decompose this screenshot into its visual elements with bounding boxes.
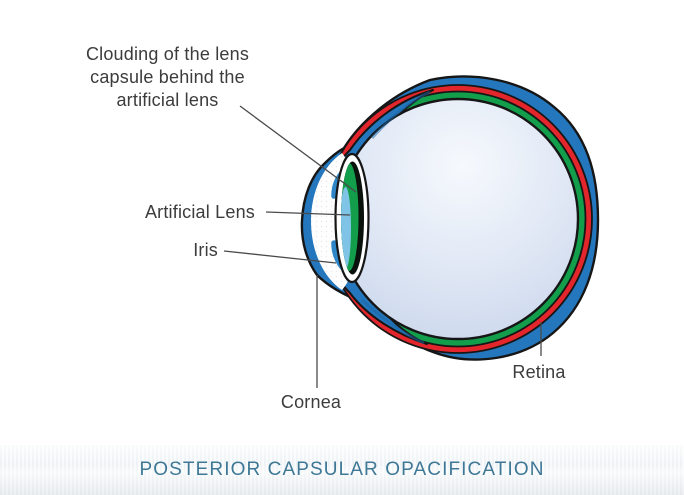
cornea-label: Cornea (280, 392, 342, 412)
iris-label: Iris (193, 240, 218, 260)
sclera-shading-top (370, 90, 431, 140)
retina-label: Retina (512, 362, 566, 382)
iris-leader-line (223, 250, 337, 264)
clouding-leader-line (239, 105, 357, 193)
page-title: POSTERIOR CAPSULAR OPACIFICATION (139, 459, 545, 480)
clouding-label: Clouding of the lens capsule behind the … (85, 44, 250, 110)
artificial-lens-leader-line (265, 211, 351, 216)
artificial-lens-label: Artificial Lens (144, 202, 255, 222)
sclera-shading-bottom (360, 298, 425, 345)
title-banner: POSTERIOR CAPSULAR OPACIFICATION (0, 445, 684, 495)
